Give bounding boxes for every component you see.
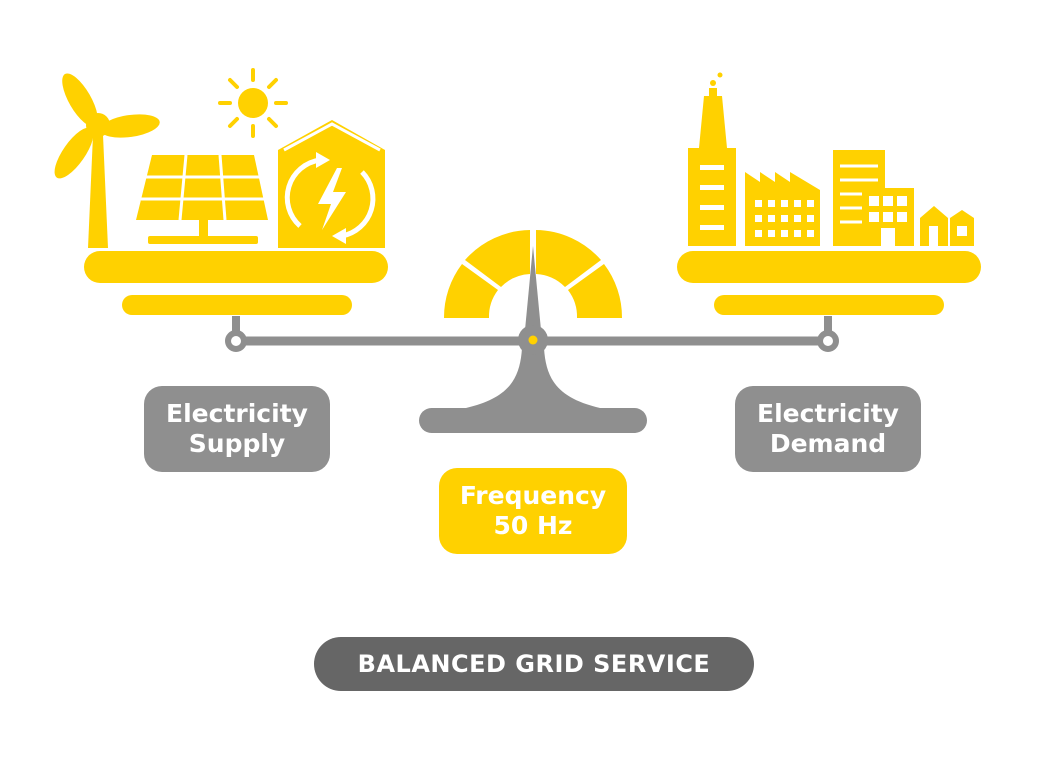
solar-panel-icon	[136, 154, 268, 244]
scale-stand	[466, 348, 600, 408]
supply-tray-bottom	[122, 295, 352, 315]
gauge-segment	[465, 230, 530, 287]
frequency-label: Frequency 50 Hz	[439, 468, 627, 554]
gauge-hub-dot	[528, 335, 538, 345]
supply-label-line2: Supply	[188, 429, 286, 458]
right-pivot	[817, 330, 839, 352]
energy-storage-house-icon	[278, 120, 385, 248]
frequency-label-line1: Frequency	[459, 480, 607, 510]
banner-text: BALANCED GRID SERVICE	[357, 650, 711, 678]
electricity-demand-label: Electricity Demand	[735, 386, 921, 472]
supply-tray-top	[84, 251, 388, 283]
electricity-supply-label: Electricity Supply	[144, 386, 330, 472]
factory-icon	[688, 72, 820, 246]
frequency-label-line2: 50 Hz	[493, 511, 573, 540]
demand-tray-bottom	[714, 295, 944, 315]
scale-base	[419, 408, 647, 433]
demand-label-line1: Electricity	[757, 398, 899, 428]
sun-icon	[218, 68, 288, 138]
supply-label-line1: Electricity	[166, 398, 308, 428]
office-building-icon	[833, 150, 914, 246]
left-pivot	[225, 330, 247, 352]
balanced-grid-service-banner: BALANCED GRID SERVICE	[314, 637, 754, 691]
demand-tray-top	[677, 251, 981, 283]
supply-tray	[84, 251, 388, 315]
gauge-segment	[568, 264, 623, 318]
frequency-gauge-icon	[443, 230, 623, 355]
demand-tray	[677, 251, 981, 315]
house-icon	[920, 206, 974, 246]
wind-turbine-icon	[54, 73, 160, 248]
demand-label-line2: Demand	[769, 429, 887, 458]
gauge-segment	[536, 230, 601, 287]
gauge-segment	[443, 264, 498, 318]
gauge-needle	[525, 246, 541, 330]
